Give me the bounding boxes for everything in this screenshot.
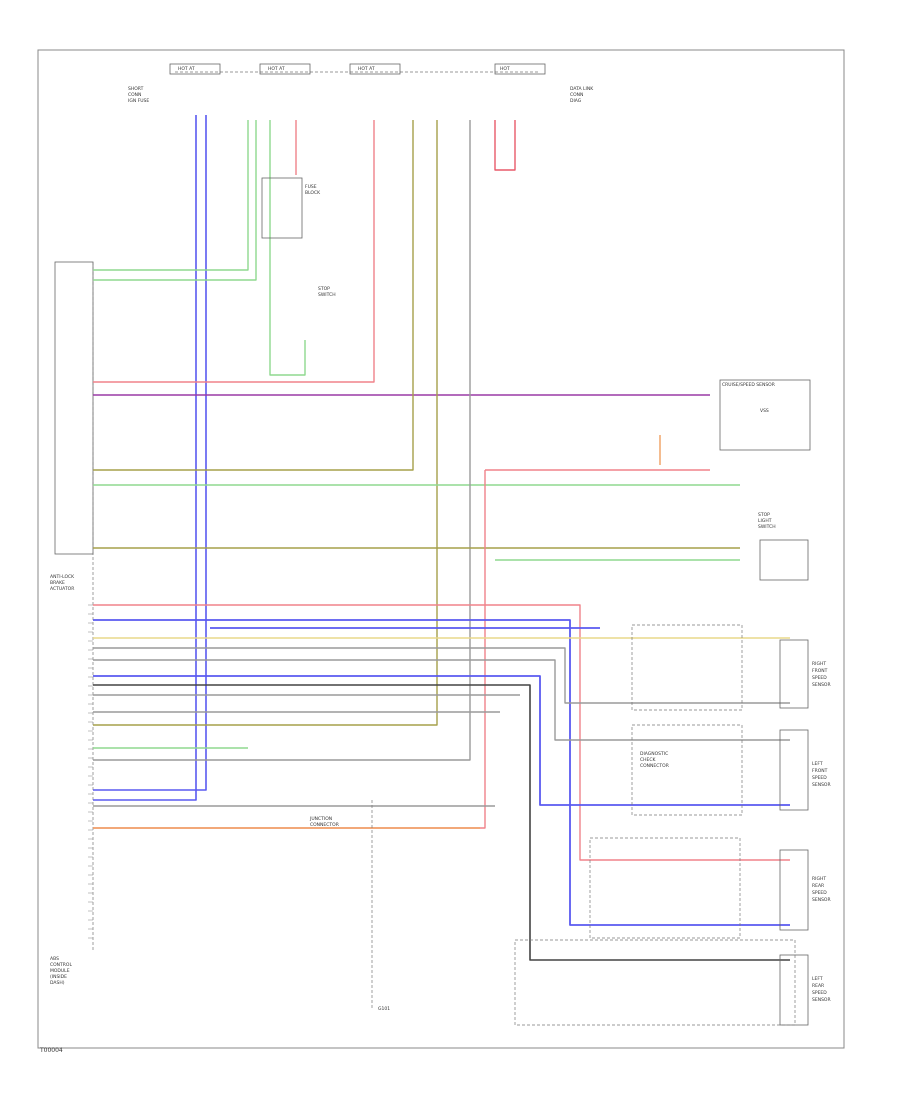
- svg-text:SPEED: SPEED: [812, 775, 827, 781]
- svg-text:DASH): DASH): [50, 980, 65, 986]
- svg-text:CONN: CONN: [570, 92, 583, 98]
- svg-text:HOT: HOT: [500, 66, 510, 72]
- stop-lamp-switch: FUSE BLOCK STOP SWITCH: [261, 177, 336, 298]
- svg-text:VSS: VSS: [760, 408, 769, 414]
- svg-text:CONN: CONN: [128, 92, 141, 98]
- wire-dark-lr: [93, 684, 790, 961]
- svg-text:LIGHT: LIGHT: [758, 518, 772, 524]
- svg-text:SPEED: SPEED: [812, 675, 827, 681]
- wire-green-top-2: [93, 120, 257, 281]
- svg-text:BRAKE: BRAKE: [50, 580, 65, 586]
- svg-text:CONTROL: CONTROL: [50, 962, 72, 968]
- abs-pin-labels: [88, 604, 93, 939]
- diagram-code: T00004: [39, 1047, 63, 1054]
- abs-control-module: ANTI-LOCK BRAKE ACTUATOR ABS CONTROL MOD…: [50, 261, 94, 986]
- svg-text:CHECK: CHECK: [640, 757, 657, 763]
- svg-text:IGN FUSE: IGN FUSE: [128, 98, 149, 104]
- svg-text:ANTI-LOCK: ANTI-LOCK: [50, 574, 75, 580]
- svg-text:LEFT: LEFT: [812, 761, 823, 767]
- svg-text:HOT AT: HOT AT: [178, 66, 195, 72]
- svg-text:JUNCTION: JUNCTION: [309, 816, 332, 822]
- svg-text:HOT AT: HOT AT: [268, 66, 285, 72]
- svg-text:SENSOR: SENSOR: [812, 897, 831, 903]
- fuse-connector-row: HOT AT HOT AT HOT AT HOT SHORT CONN IGN …: [128, 63, 594, 104]
- svg-text:RIGHT: RIGHT: [812, 661, 826, 667]
- wire-green-top-1: [93, 120, 249, 271]
- svg-text:STOP: STOP: [318, 286, 330, 292]
- svg-text:HOT AT: HOT AT: [358, 66, 375, 72]
- wire-blue-vertical: [93, 115, 197, 801]
- svg-text:SENSOR: SENSOR: [812, 782, 831, 788]
- svg-text:SPEED: SPEED: [812, 990, 827, 996]
- wire-blue-rr: [93, 619, 790, 926]
- wire-blue-lf: [93, 675, 790, 806]
- svg-text:SENSOR: SENSOR: [812, 997, 831, 1003]
- svg-text:ABS: ABS: [50, 956, 59, 962]
- svg-text:CONNECTOR: CONNECTOR: [640, 763, 669, 769]
- wire-olive-2: [93, 120, 438, 726]
- svg-text:FRONT: FRONT: [812, 668, 828, 674]
- svg-text:CRUISE/SPEED SENSOR: CRUISE/SPEED SENSOR: [722, 382, 775, 388]
- wire-green-switch: [269, 120, 306, 376]
- svg-text:ACTUATOR: ACTUATOR: [50, 586, 74, 592]
- wire-red-loop: [494, 120, 516, 171]
- wire-blue-vertical-2: [93, 115, 207, 791]
- svg-text:MODULE: MODULE: [50, 968, 70, 974]
- svg-text:RIGHT: RIGHT: [812, 876, 826, 882]
- wire-olive-1: [93, 120, 414, 471]
- svg-text:FUSE: FUSE: [305, 184, 317, 190]
- wire-red-long: [93, 120, 375, 383]
- wire-red-right-v: [93, 470, 486, 829]
- connector-boxes: G101 DIAGNOSTIC CHECK CONNECTOR JUNCTION…: [309, 624, 796, 1026]
- svg-text:BLOCK: BLOCK: [305, 190, 321, 196]
- svg-text:REAR: REAR: [812, 983, 824, 989]
- wire-layer: [93, 115, 790, 961]
- svg-text:SPEED: SPEED: [812, 890, 827, 896]
- wire-gray-1: [93, 647, 790, 704]
- wire-gray-2: [93, 659, 790, 741]
- svg-text:SENSOR: SENSOR: [812, 682, 831, 688]
- svg-text:STOP: STOP: [758, 512, 770, 518]
- svg-text:FRONT: FRONT: [812, 768, 828, 774]
- svg-text:SWITCH: SWITCH: [758, 524, 776, 530]
- svg-text:DIAGNOSTIC: DIAGNOSTIC: [640, 751, 668, 757]
- svg-text:CONNECTOR: CONNECTOR: [310, 822, 339, 828]
- diagram-frame: [37, 49, 845, 1049]
- wire-red-rr: [93, 604, 790, 861]
- svg-text:REAR: REAR: [812, 883, 824, 889]
- wire-gray-vert: [93, 120, 471, 761]
- svg-text:LEFT: LEFT: [812, 976, 823, 982]
- svg-text:DIAG: DIAG: [570, 98, 582, 104]
- svg-text:SHORT: SHORT: [128, 86, 144, 92]
- svg-text:G101: G101: [378, 1006, 390, 1012]
- svg-text:(INSIDE: (INSIDE: [50, 974, 67, 980]
- svg-text:DATA LINK: DATA LINK: [570, 86, 594, 92]
- svg-text:SWITCH: SWITCH: [318, 292, 336, 298]
